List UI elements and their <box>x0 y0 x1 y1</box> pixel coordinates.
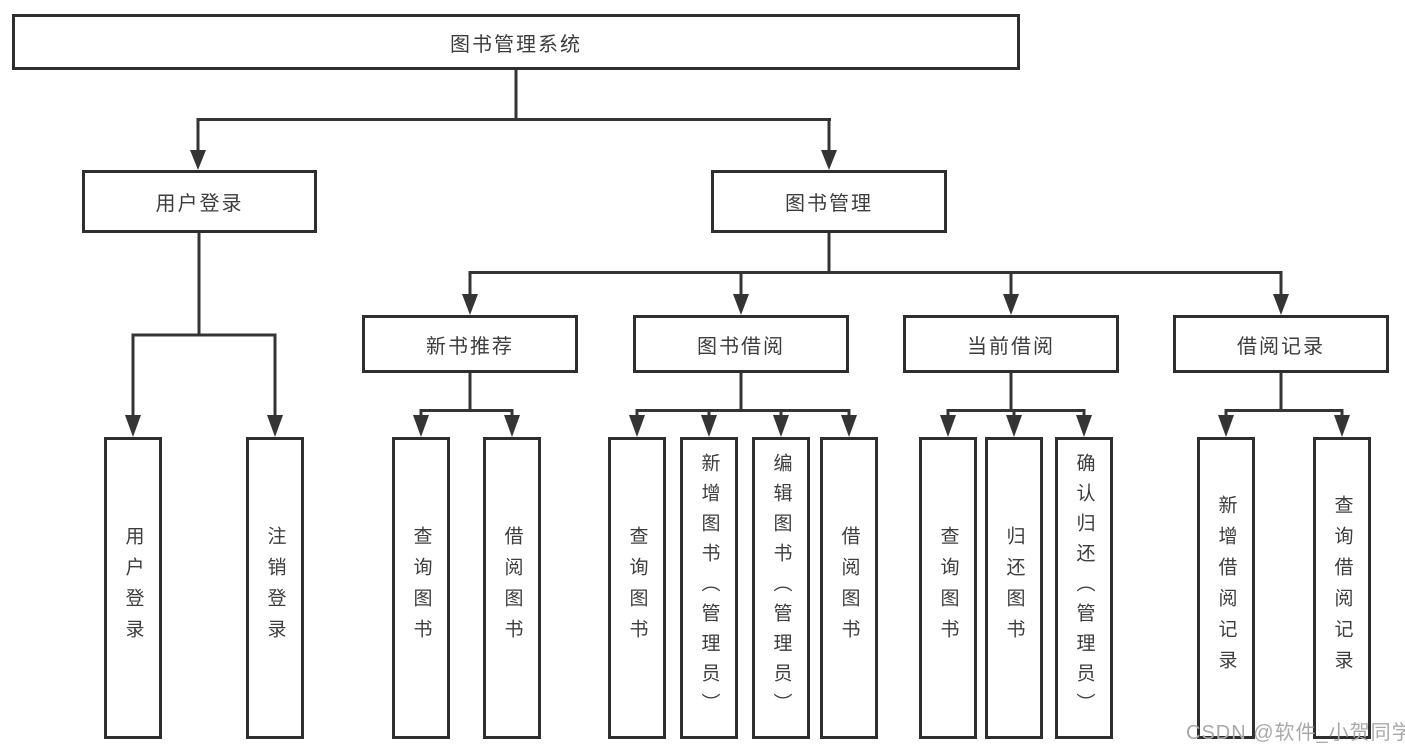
node-label: 查询图书 <box>410 526 432 650</box>
arrow-down-icon <box>629 415 645 437</box>
watermark: CSDN @软件_小贺同学 <box>1186 722 1405 744</box>
arrow-down-icon <box>1003 294 1019 315</box>
node-label: 注销登录 <box>264 526 286 650</box>
node-label: 查询借阅记录 <box>1331 495 1353 681</box>
node-label: 图书管理系统 <box>450 33 582 56</box>
arrow-down-icon <box>413 415 429 437</box>
node-label: 借阅图书 <box>838 526 860 650</box>
node-label: 编辑图书（管理员） <box>770 453 792 723</box>
arrow-down-icon <box>190 150 206 170</box>
arrow-down-icon <box>1076 415 1092 437</box>
arrow-down-icon <box>940 415 956 437</box>
node-label: 借阅图书 <box>501 526 523 650</box>
node-label: 查询图书 <box>937 526 959 650</box>
leaf-query-borrow-record: 查询借阅记录 <box>1313 437 1371 739</box>
arrow-down-icon <box>462 294 478 315</box>
arrow-down-icon <box>125 415 141 437</box>
leaf-user-login: 用户登录 <box>104 437 162 739</box>
arrow-down-icon <box>773 415 789 437</box>
node-new-book-recommendation: 新书推荐 <box>362 315 578 373</box>
leaf-confirm-return-admin: 确认归还（管理员） <box>1055 437 1113 739</box>
node-label: 新增图书（管理员） <box>698 453 720 723</box>
node-book-borrowing: 图书借阅 <box>633 315 849 373</box>
leaf-edit-books-admin: 编辑图书（管理员） <box>752 437 810 739</box>
leaf-query-books-borrowing: 查询图书 <box>608 437 666 739</box>
arrow-down-icon <box>1273 294 1289 315</box>
arrow-down-icon <box>1006 415 1022 437</box>
leaf-borrow-books-recommend: 借阅图书 <box>483 437 541 739</box>
leaf-add-borrow-record: 新增借阅记录 <box>1197 437 1255 739</box>
node-label: 借阅记录 <box>1237 335 1325 358</box>
leaf-add-books-admin: 新增图书（管理员） <box>680 437 738 739</box>
node-user-login: 用户登录 <box>82 170 317 233</box>
node-label: 查询图书 <box>626 526 648 650</box>
arrow-down-icon <box>701 415 717 437</box>
arrow-down-icon <box>504 415 520 437</box>
node-current-borrowing: 当前借阅 <box>903 315 1119 373</box>
node-label: 图书管理 <box>785 193 873 215</box>
node-label: 归还图书 <box>1003 526 1025 650</box>
node-borrowing-records: 借阅记录 <box>1173 315 1389 373</box>
leaf-borrow-books-borrowing: 借阅图书 <box>820 437 878 739</box>
node-library-system: 图书管理系统 <box>12 14 1020 70</box>
leaf-return-books: 归还图书 <box>985 437 1043 739</box>
node-label: 确认归还（管理员） <box>1073 453 1095 723</box>
leaf-logout: 注销登录 <box>246 437 304 739</box>
leaf-query-books-current: 查询图书 <box>919 437 977 739</box>
arrow-down-icon <box>821 150 837 170</box>
arrow-down-icon <box>1334 415 1350 437</box>
node-label: 新增借阅记录 <box>1215 495 1237 681</box>
leaf-query-books-recommend: 查询图书 <box>392 437 450 739</box>
arrow-down-icon <box>1218 415 1234 437</box>
arrow-down-icon <box>841 415 857 437</box>
node-label: 当前借阅 <box>967 335 1055 358</box>
node-book-management: 图书管理 <box>711 170 947 233</box>
arrow-down-icon <box>733 294 749 315</box>
node-label: 新书推荐 <box>426 335 514 358</box>
node-label: 用户登录 <box>122 526 144 650</box>
node-label: 用户登录 <box>155 193 244 215</box>
arrow-down-icon <box>267 415 283 437</box>
node-label: 图书借阅 <box>697 335 785 358</box>
